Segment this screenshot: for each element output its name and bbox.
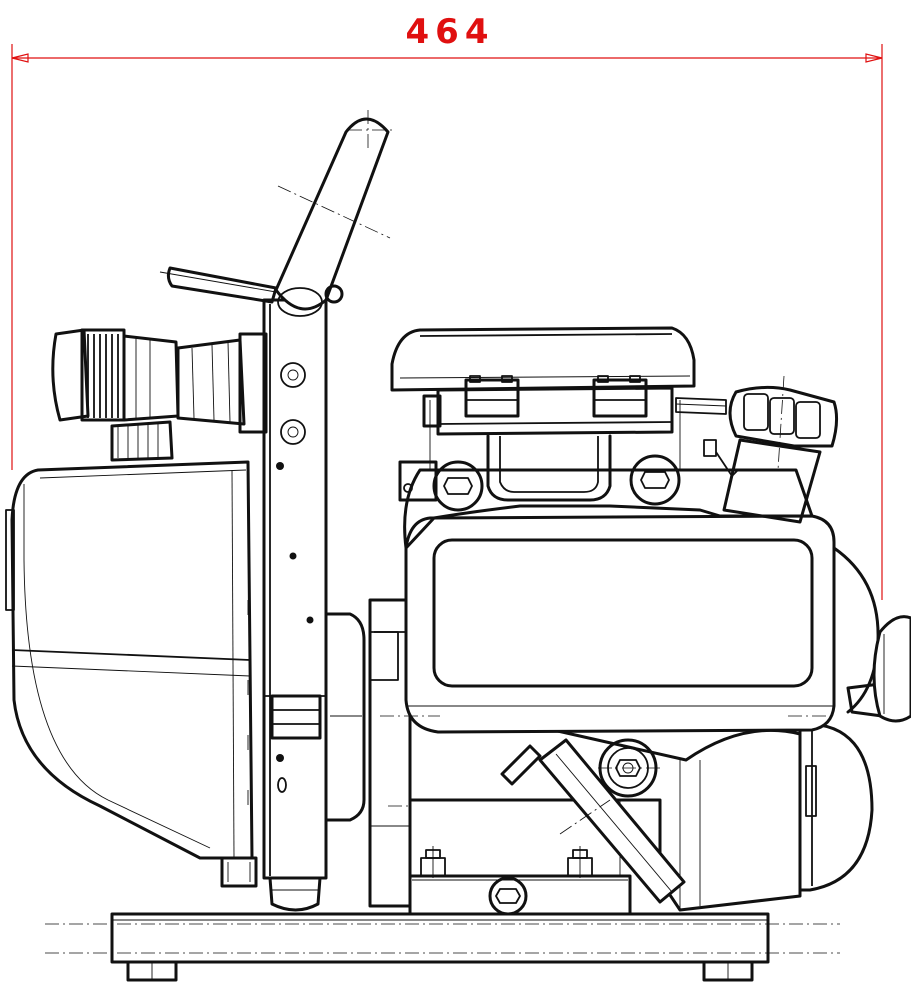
frame-bolt-icon [280, 362, 306, 388]
discharge-outlet [51, 328, 268, 434]
fuel-cap [703, 375, 839, 524]
recoil-handle [846, 615, 911, 723]
priming-cap [110, 420, 174, 462]
engine-mount [408, 846, 632, 916]
valve-lever [159, 266, 278, 304]
air-cleaner [390, 326, 727, 436]
mount-nut-icon [432, 460, 484, 512]
fuel-tank [380, 514, 880, 734]
engine-cylinder [398, 400, 814, 550]
crank-shaft [598, 738, 662, 798]
drain-plug-icon [220, 856, 258, 888]
dimension-line [11, 44, 883, 600]
handle-pivot-icon [324, 284, 344, 304]
bottom-nut-icon [268, 876, 322, 912]
mount-nut-icon-2 [629, 454, 681, 506]
overall-width-dimension: 464 [405, 12, 495, 52]
pump-casing [5, 460, 258, 888]
frame-bolt-icon-2 [280, 419, 306, 445]
drain-tube [500, 738, 686, 904]
latch-clip-left [464, 378, 520, 418]
drain-bolt-icon [488, 876, 528, 916]
pump-flange [324, 598, 412, 908]
frame-plate [247, 298, 328, 912]
base-plate [45, 912, 840, 982]
hex-bolt-icon [270, 694, 322, 740]
carry-handle [274, 110, 394, 317]
latch-clip-right [592, 378, 648, 418]
